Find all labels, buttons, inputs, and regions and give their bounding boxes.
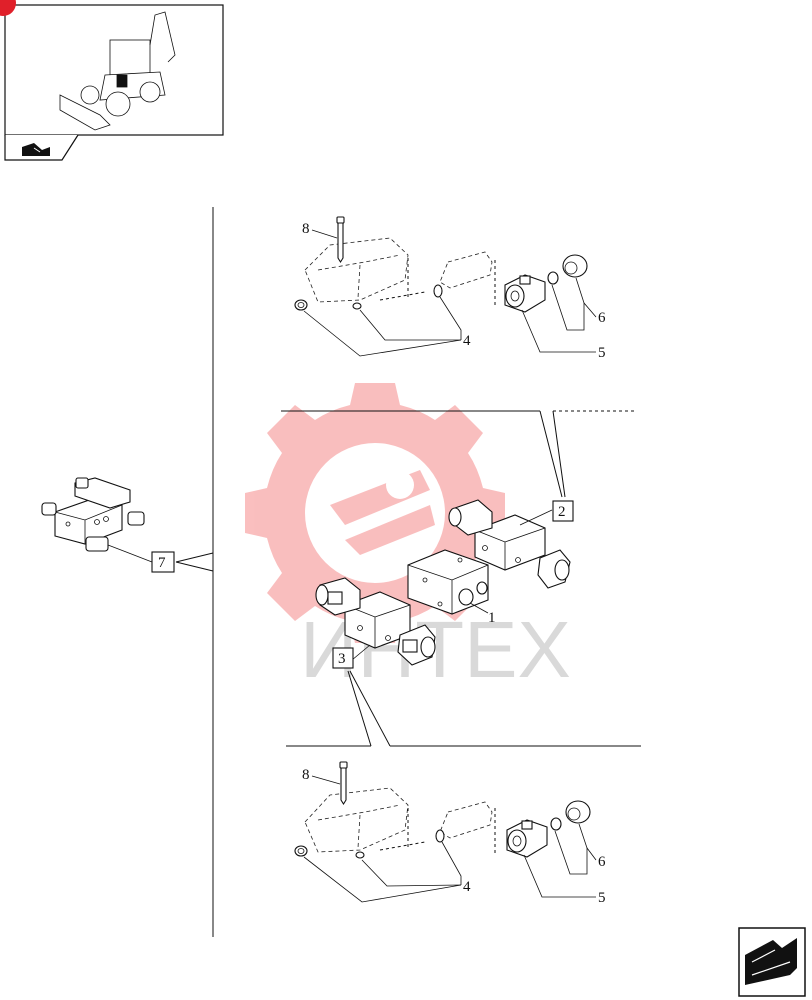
solenoid-coil[interactable] — [504, 274, 546, 313]
callout-box-3[interactable] — [332, 647, 354, 669]
backhoe-loader-image — [59, 11, 176, 131]
coil-nut[interactable] — [562, 254, 588, 278]
red-badge-icon — [0, 0, 16, 16]
solenoid-exploded-view-top — [294, 216, 588, 313]
seal-ring[interactable] — [435, 829, 445, 843]
callout-5-bottom[interactable]: 5 — [598, 890, 606, 906]
callout-7[interactable]: 7 — [158, 555, 166, 571]
seal-ring[interactable] — [433, 284, 443, 298]
retaining-ring[interactable] — [547, 271, 559, 285]
thumbnail-panel[interactable] — [4, 4, 224, 161]
o-ring-large[interactable] — [294, 845, 308, 857]
next-page-arrow-icon[interactable] — [738, 927, 806, 997]
book-page-icon[interactable] — [22, 143, 50, 156]
leader-lines-top — [303, 229, 597, 357]
callout-8-top[interactable]: 8 — [302, 221, 310, 237]
callout-4-bottom[interactable]: 4 — [463, 879, 471, 895]
middle-divider-lines — [281, 410, 641, 747]
callout-box-7[interactable] — [151, 551, 175, 573]
callout-6-bottom[interactable]: 6 — [598, 854, 606, 870]
callout-1[interactable]: 1 — [488, 610, 496, 626]
small-seal[interactable] — [352, 302, 362, 310]
solenoid-valve-upper[interactable] — [448, 499, 571, 589]
small-seal[interactable] — [355, 851, 365, 859]
solenoid-valve-lower[interactable] — [315, 577, 436, 666]
callout-2[interactable]: 2 — [558, 504, 566, 520]
callout-box-2[interactable] — [552, 500, 574, 522]
coil-nut[interactable] — [565, 800, 591, 824]
solenoid-coil[interactable] — [506, 819, 548, 858]
callout-5-top[interactable]: 5 — [598, 345, 606, 361]
callout-8-bottom[interactable]: 8 — [302, 767, 310, 783]
bolt[interactable] — [339, 761, 348, 806]
callout-4-top[interactable]: 4 — [463, 333, 471, 349]
callout-3[interactable]: 3 — [338, 651, 346, 667]
valve-assembly-overview[interactable] — [41, 477, 153, 563]
group-bracket — [175, 207, 214, 937]
callout-6-top[interactable]: 6 — [598, 310, 606, 326]
solenoid-exploded-view-bottom — [294, 761, 591, 859]
o-ring-large[interactable] — [294, 299, 308, 311]
retaining-ring[interactable] — [550, 817, 562, 831]
manifold-block[interactable] — [407, 549, 489, 615]
leader-lines-bottom — [303, 775, 597, 903]
watermark-gear-logo — [245, 383, 505, 643]
bolt[interactable] — [336, 216, 345, 264]
